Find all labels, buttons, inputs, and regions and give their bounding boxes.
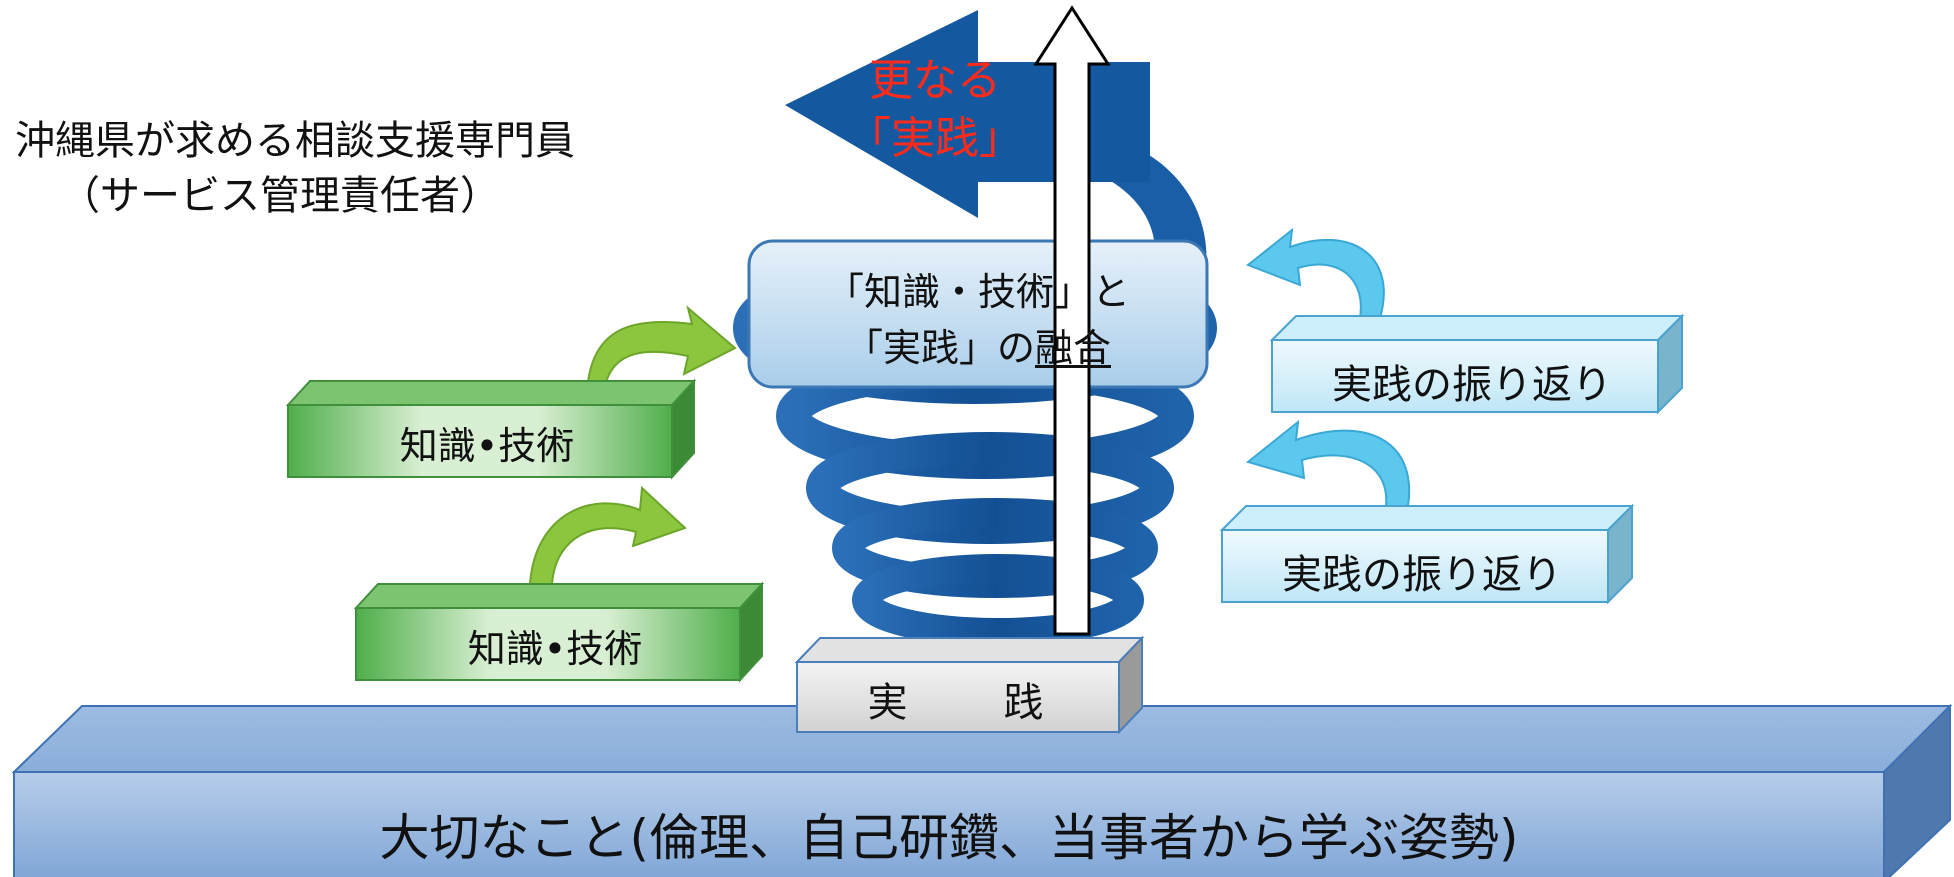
further-practice-line1: 更なる — [869, 55, 1001, 106]
foundation-label: 大切なこと(倫理、自己研鑽、当事者から学ぶ姿勢) — [379, 809, 1519, 867]
fusion-line1: 「知識・技術」と — [825, 270, 1130, 314]
fusion-line2-underlined: 融合 — [1035, 326, 1112, 370]
practice-label: 実 践 — [867, 680, 1072, 726]
diagram-subtitle: （サービス管理責任者） — [60, 173, 500, 219]
fusion-label: 「知識・技術」と 「実践」の融合 — [748, 264, 1208, 376]
knowledge-box-2 — [353, 581, 765, 683]
diagram-title: 沖縄県が求める相談支援専門員 — [15, 118, 575, 164]
fusion-box-shape — [747, 239, 1209, 389]
fusion-line2-prefix: 「実践」の — [844, 326, 1035, 370]
knowledge-label-1: 知識•技術 — [399, 424, 575, 468]
knowledge-label-2: 知識•技術 — [467, 627, 643, 671]
foundation-slab — [11, 703, 1953, 877]
fusion-line2: 「実践」の融合 — [748, 320, 1208, 376]
curved-arrow-icon — [528, 305, 737, 585]
reflection-box-1 — [1269, 313, 1685, 415]
practice-box — [794, 635, 1145, 735]
further-practice-line2: 「実践」 — [847, 113, 1023, 164]
curved-arrow-icon — [1245, 227, 1411, 507]
reflection-box-2 — [1219, 503, 1635, 605]
reflection-label-2: 実践の振り返り — [1282, 552, 1562, 598]
further-practice-label: 更なる 「実践」 — [840, 52, 1030, 168]
knowledge-box-1 — [285, 378, 697, 480]
reflection-label-1: 実践の振り返り — [1332, 362, 1612, 408]
up-arrow-icon — [1033, 5, 1111, 636]
